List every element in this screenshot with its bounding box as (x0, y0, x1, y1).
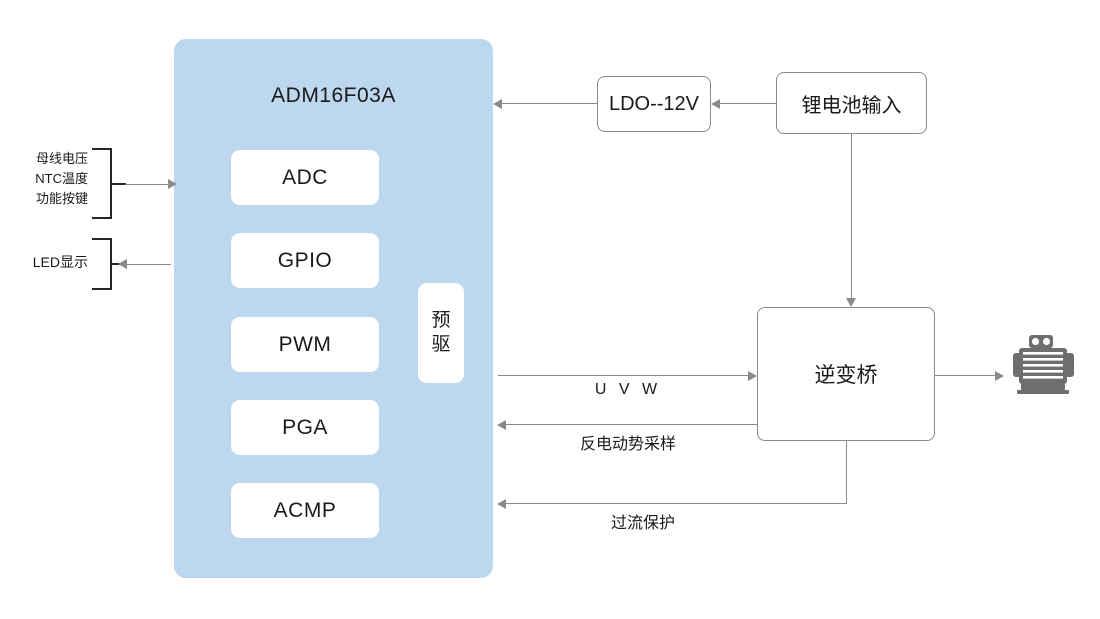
ocp-label: 过流保护 (610, 515, 675, 532)
uvw-line (498, 375, 749, 376)
ocp-vertical-line (846, 441, 847, 504)
peripheral-block-gpio: GPIO (231, 233, 379, 288)
peripheral-block-pga: PGA (231, 400, 379, 455)
pre-driver-block: 预 驱 (418, 283, 464, 383)
ocp-arrowhead (497, 499, 506, 509)
battery-input-block: 锂电池输入 (776, 72, 927, 134)
ocp-horizontal-line (506, 503, 847, 504)
bemf-line (506, 424, 757, 425)
display-group-bracket (92, 238, 112, 290)
sensor-label-ntc-temp: NTC温度 (35, 171, 88, 187)
battery-to-ldo-line (719, 103, 776, 104)
pre-driver-label-line1: 预 (431, 310, 451, 332)
pre-driver-label-line2: 驱 (431, 334, 451, 355)
peripheral-block-adc: ADC (231, 150, 379, 205)
bridge-to-motor-line (935, 375, 996, 376)
battery-to-bridge-line (851, 134, 852, 298)
peripheral-block-pwm: PWM (231, 317, 379, 372)
bemf-arrowhead (497, 420, 506, 430)
battery-to-bridge-arrowhead (846, 298, 856, 307)
peripheral-block-acmp: ACMP (231, 483, 379, 538)
mcu-to-display-line (126, 264, 171, 265)
sensor-label-bus-voltage: 母线电压 (35, 151, 88, 166)
sensor-to-mcu-arrowhead (168, 179, 177, 189)
mcu-to-display-arrowhead (118, 259, 127, 269)
motor-icon (1005, 335, 1085, 397)
sensor-bracket-stem (112, 183, 126, 185)
uvw-label: U V W (594, 381, 662, 398)
sensor-group-bracket (92, 148, 112, 219)
uvw-arrowhead (748, 371, 757, 381)
display-output-labels: LED显示 (0, 252, 88, 274)
sensor-label-function-key: 功能按键 (35, 191, 88, 207)
mcu-title: ADM16F03A (271, 84, 396, 107)
battery-to-ldo-arrowhead (711, 99, 720, 109)
display-label-led: LED显示 (32, 254, 88, 270)
ldo-to-mcu-arrowhead (493, 99, 502, 109)
ldo-block: LDO--12V (597, 76, 711, 132)
ldo-to-mcu-line (502, 103, 597, 104)
bridge-to-motor-arrowhead (995, 371, 1004, 381)
sensor-to-mcu-line (125, 184, 170, 185)
sensor-input-labels: 母线电压 NTC温度 功能按键 (0, 149, 88, 209)
inverter-bridge-block: 逆变桥 (757, 307, 935, 441)
bemf-label: 反电动势采样 (579, 436, 676, 453)
